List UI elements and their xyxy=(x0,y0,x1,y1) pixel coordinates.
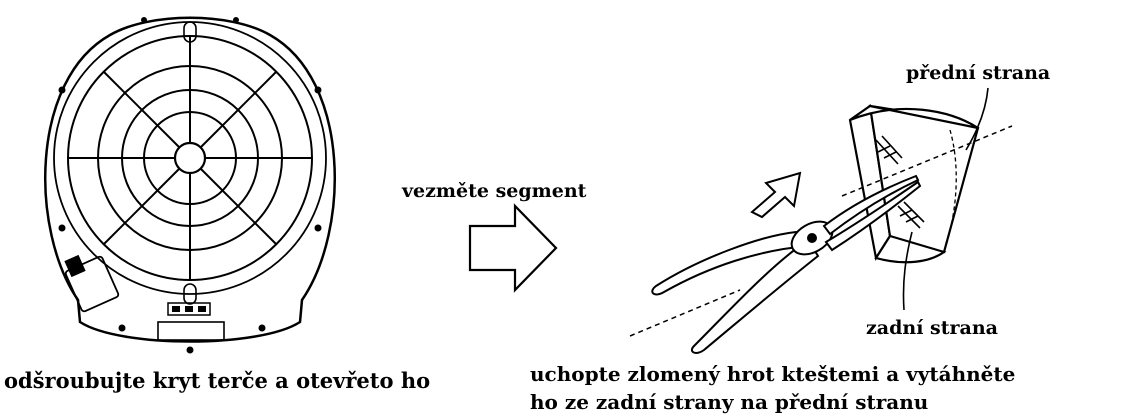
label-take-segment: vezměte segment xyxy=(402,180,587,202)
top-hanger-slot xyxy=(183,21,197,43)
dart-segment xyxy=(848,104,980,264)
caption-right-line-1: uchopte zlomený hrot kteštemi a vytáhnět… xyxy=(530,362,1016,386)
label-front-side: přední strana xyxy=(906,62,1051,84)
pliers-handle-lower xyxy=(690,238,820,354)
broken-tips xyxy=(875,135,925,229)
small-arrow-diagonal xyxy=(750,171,802,219)
battery-compartment xyxy=(64,255,120,313)
caption-right-line-2: ho ze zadní strany na přední stranu xyxy=(530,390,929,414)
leader-back-side xyxy=(902,231,913,311)
caption-left: odšroubujte kryt terče a otevřeto ho xyxy=(4,368,431,393)
segment-bottom-face xyxy=(874,234,947,264)
pliers-jaw-upper xyxy=(822,174,920,236)
big-arrow-right xyxy=(468,203,558,293)
dartboard-back xyxy=(44,16,336,343)
pliers xyxy=(651,174,922,354)
label-back-side: zadní strana xyxy=(866,317,998,339)
dartboard-housing xyxy=(44,16,336,343)
pliers-jaw-lower xyxy=(824,180,922,252)
pliers-handle-upper xyxy=(651,230,811,296)
label-plate xyxy=(157,321,225,341)
dashed-axis-upper xyxy=(841,125,1013,197)
caption-right: uchopte zlomený hrot kteštemi a vytáhnět… xyxy=(530,360,1015,416)
housing-screws xyxy=(58,17,322,354)
bottom-hanger-slot xyxy=(183,283,197,305)
battery-latch xyxy=(64,254,86,278)
board-bullseye xyxy=(173,141,207,175)
dashed-edge xyxy=(943,129,957,253)
board-spokes xyxy=(68,36,312,280)
switch-panel xyxy=(167,302,211,316)
dashed-axis-lower xyxy=(629,289,741,337)
leader-front-side xyxy=(965,87,989,151)
